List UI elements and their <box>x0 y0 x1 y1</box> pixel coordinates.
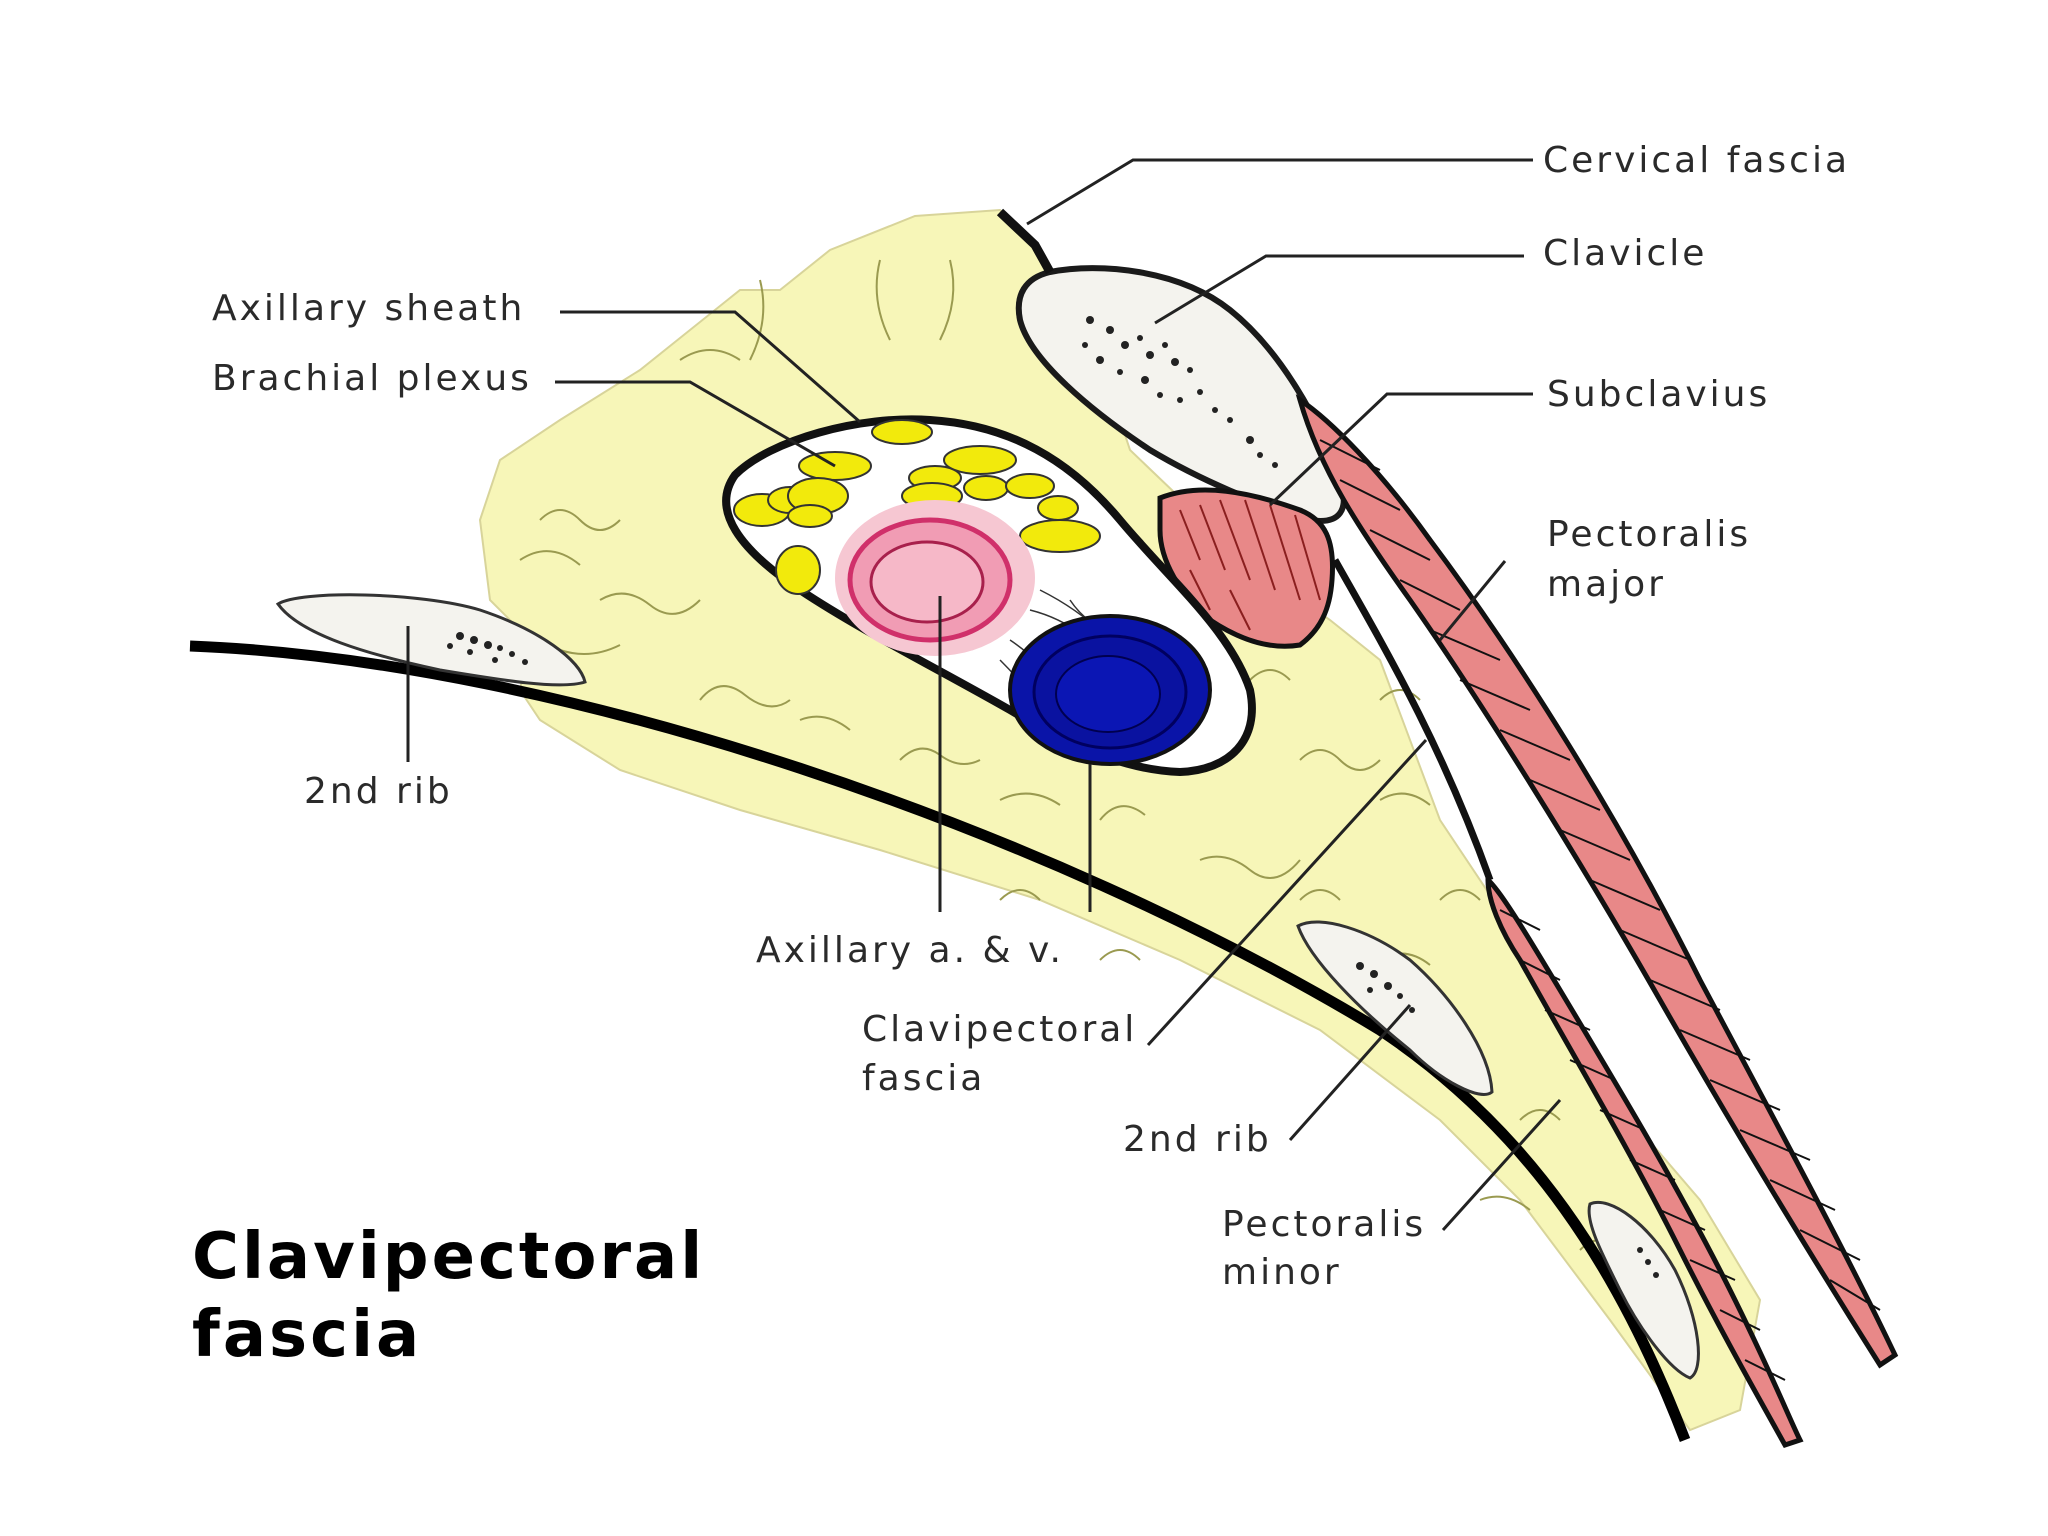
pectoralis-minor-muscle <box>1485 874 1804 1449</box>
label-pectoralis-major-2: major <box>1547 564 1666 605</box>
label-second-rib-right: 2nd rib <box>1123 1119 1272 1160</box>
second-rib-left-marrow <box>447 632 528 665</box>
label-brachial-plexus: Brachial plexus <box>212 358 532 399</box>
second-rib-left <box>275 593 587 687</box>
lower-rib-marrow <box>1637 1247 1659 1278</box>
leader-second-rib-right <box>1288 1004 1412 1141</box>
clavicle-marrow <box>1082 316 1278 468</box>
diagram-title-line2: fascia <box>192 1298 422 1372</box>
label-second-rib-left: 2nd rib <box>304 771 453 812</box>
leader-cervical-fascia <box>1026 158 1533 226</box>
clavipectoral-fascia-band <box>1331 558 1494 882</box>
leader-clavipectoral-fascia <box>1146 738 1428 1047</box>
leader-brachial-plexus <box>555 380 836 468</box>
axillary-vein <box>1008 614 1212 766</box>
label-pectoralis-major-1: Pectoralis <box>1547 514 1751 555</box>
label-cervical-fascia: Cervical fascia <box>1543 140 1850 181</box>
leader-clavicle <box>1154 254 1524 325</box>
label-clavipectoral-fascia-1: Clavipectoral <box>862 1009 1137 1050</box>
leader-subclavius <box>1268 392 1533 507</box>
pectoralis-minor-fibers <box>1499 909 1786 1381</box>
pectoralis-major-fibers <box>1319 439 1881 1311</box>
diagram-title-line1: Clavipectoral <box>192 1220 705 1294</box>
second-rib-right-marrow <box>1356 962 1415 1013</box>
label-clavipectoral-fascia-2: fascia <box>862 1058 985 1099</box>
label-pectoralis-minor-1: Pectoralis <box>1222 1204 1426 1245</box>
axillary-artery <box>835 500 1035 656</box>
label-axillary-vessels: Axillary a. & v. <box>756 930 1064 971</box>
second-rib-right <box>1296 920 1494 1096</box>
chest-wall-contour <box>189 640 1691 1442</box>
label-subclavius: Subclavius <box>1547 374 1770 415</box>
leader-axillary-sheath <box>560 310 861 424</box>
cervical-fascia-line <box>996 208 1054 275</box>
leader-pectoralis-major <box>1438 560 1507 641</box>
label-clavicle: Clavicle <box>1543 233 1707 274</box>
leader-lines <box>406 158 1562 1232</box>
leader-pectoralis-minor <box>1441 1098 1562 1232</box>
lower-rib-piece <box>1587 1201 1700 1380</box>
label-axillary-sheath: Axillary sheath <box>212 288 525 329</box>
subclavius-fibers <box>1179 499 1321 631</box>
label-pectoralis-minor-2: minor <box>1222 1252 1342 1293</box>
connective-tissue-texture <box>519 259 1621 1251</box>
